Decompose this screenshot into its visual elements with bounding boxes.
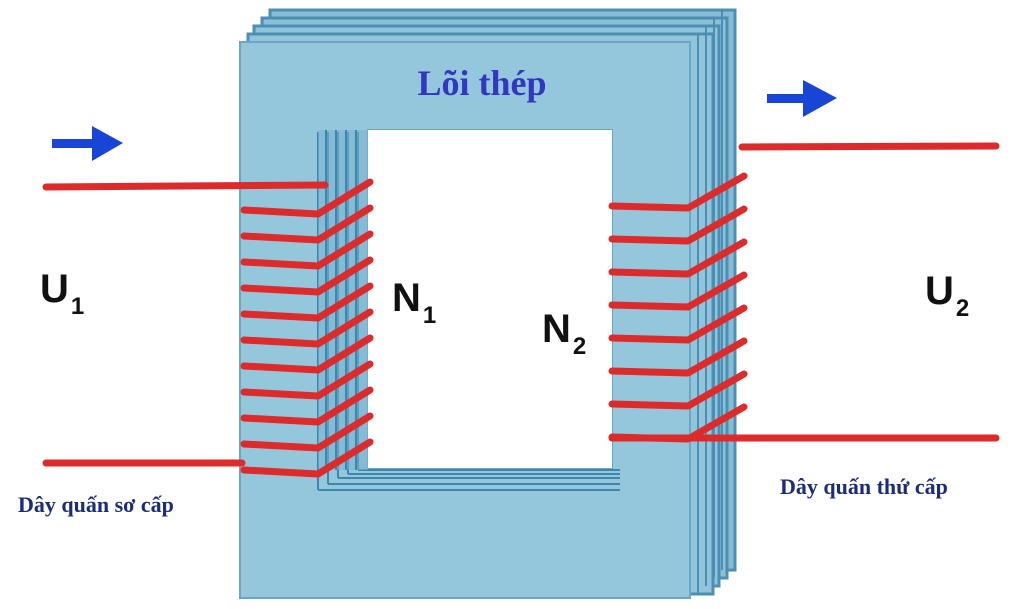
winding-turn [240, 282, 374, 322]
winding-turn [608, 205, 748, 245]
winding-turn [240, 412, 374, 452]
winding-turn [240, 334, 374, 374]
winding-turn [240, 308, 374, 348]
winding-turn [240, 386, 374, 426]
winding-turn [240, 360, 374, 400]
winding-turn [608, 304, 748, 344]
secondary-voltage-label: U2 [925, 269, 969, 322]
primary-caption: Dây quấn sơ cấp [18, 492, 174, 517]
primary-winding [240, 178, 374, 478]
winding-turn [608, 172, 748, 212]
arrow-icon-secondary [767, 80, 837, 117]
primary-turns-label: N1 [392, 276, 436, 329]
winding-turn [608, 238, 748, 278]
core-label: Lõi thép [417, 63, 546, 103]
secondary-turns-label: N2 [542, 307, 586, 360]
arrow-icon-primary [52, 126, 123, 161]
winding-turn [240, 178, 374, 218]
primary-lead-top [42, 181, 329, 191]
winding-turn [608, 271, 748, 311]
secondary-caption: Dây quấn thứ cấp [780, 474, 948, 499]
lead-wires [42, 142, 1000, 467]
core-window [368, 130, 612, 468]
winding-turn [608, 370, 748, 410]
secondary-winding [608, 172, 748, 443]
winding-turn [240, 204, 374, 244]
winding-turn [240, 230, 374, 270]
winding-turn [240, 256, 374, 296]
winding-turn [240, 438, 374, 478]
primary-voltage-label: U1 [40, 267, 84, 320]
winding-turn [608, 337, 748, 377]
secondary-lead-top [738, 142, 1000, 151]
